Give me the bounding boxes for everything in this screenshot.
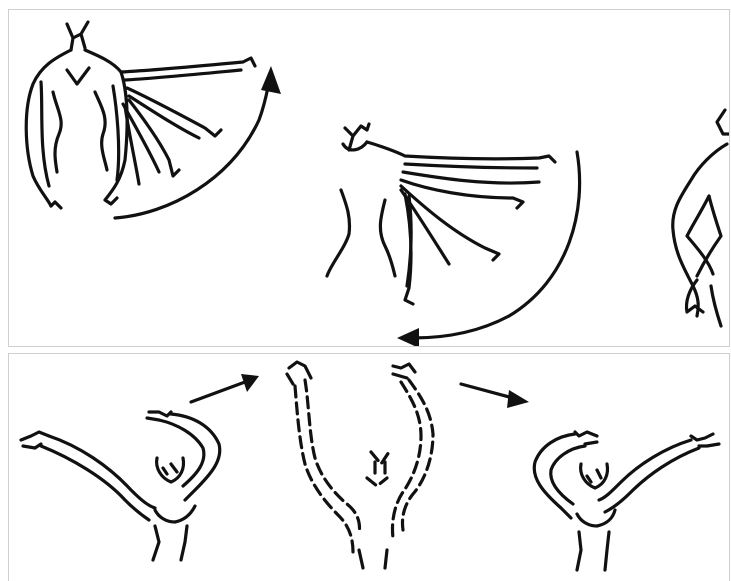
straight-arrow-right-up [191,374,259,402]
curved-arrow-upward [115,66,281,218]
figure-half-turn-arm-sweep [327,124,555,304]
figure-left-arm-raised [21,412,220,560]
top-panel [8,9,730,347]
figure-side-partial [673,110,730,326]
figure-both-arms-up-dashed [287,362,433,568]
bottom-panel [8,353,730,581]
bottom-panel-drawing [9,354,730,581]
figure-front-arm-sweep [26,22,255,208]
straight-arrow-right-down [461,384,529,408]
figure-right-arm-raised [534,432,719,570]
top-panel-drawing [9,10,730,347]
